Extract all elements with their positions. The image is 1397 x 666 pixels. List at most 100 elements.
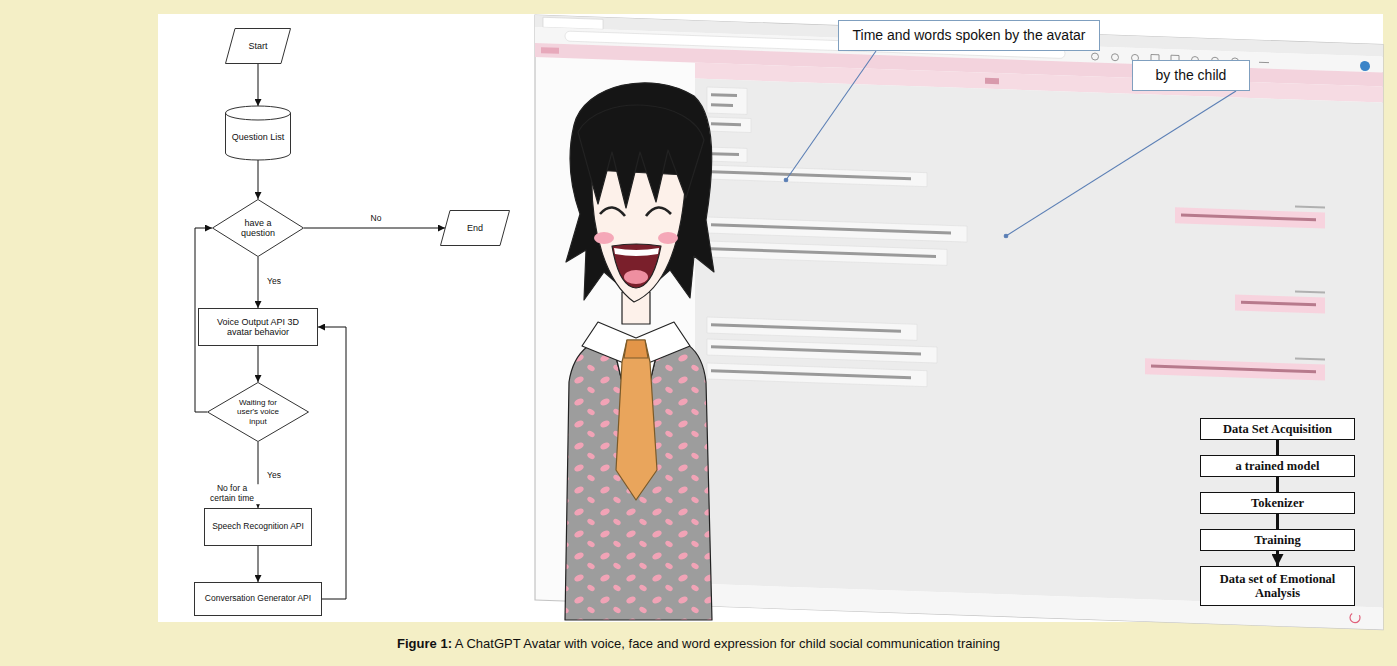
database-cylinder-outline-part (226, 113, 291, 120)
edge-label: Yes (265, 471, 283, 481)
figure-panel (158, 14, 1383, 622)
browser-window-part-part (1235, 294, 1325, 313)
browser-window-part-part (711, 369, 911, 379)
browser-window-part-part (1175, 207, 1325, 228)
node-label: Start (236, 41, 280, 51)
browser-window-part-part (711, 122, 741, 126)
pipeline-step: a trained model (1200, 455, 1355, 477)
avatar-illustration-part (565, 339, 712, 620)
connector (258, 160, 259, 199)
avatar-illustration-part (614, 248, 659, 256)
edge-label: No for a certain time (201, 484, 263, 504)
callout-box: by the child (1132, 60, 1250, 91)
browser-window-part-part (711, 247, 936, 258)
connector (304, 228, 445, 229)
node-label: Time and words spoken by the avatar (844, 27, 1094, 43)
node-text: Tokenizer (1205, 496, 1350, 510)
database-cylinder-outline-part (226, 106, 291, 160)
avatar-illustration-part (600, 207, 625, 216)
node-text: have a question (235, 218, 281, 239)
browser-window-part-part (1092, 53, 1099, 60)
browser-window-part (1151, 213, 1316, 374)
connector (258, 257, 259, 308)
node-text: Training (1205, 533, 1350, 547)
decision-diamond: have a question (212, 199, 304, 257)
process-box: Conversation Generator API (194, 582, 322, 616)
decision-diamond-outline-part (213, 200, 304, 257)
browser-window-part-part (707, 339, 937, 363)
node-text: Voice Output API 3D avatar behavior (216, 317, 300, 338)
avatar-illustration-part (594, 232, 614, 244)
process-box: Speech Recognition API (204, 508, 312, 546)
browser-window-part (1145, 206, 1325, 380)
connector (1276, 514, 1279, 529)
avatar-illustration-part (658, 232, 678, 244)
browser-window-part-part (707, 241, 947, 265)
avatar-illustration (565, 83, 714, 620)
avatar-illustration-part (624, 270, 648, 284)
node-text: Speech Recognition API (209, 522, 307, 532)
browser-window-part (985, 78, 999, 84)
node-text: Data Set Acquisition (1205, 422, 1350, 436)
avatar-illustration-part (578, 105, 704, 208)
node-label: Data set of Emotional Analysis (1218, 572, 1338, 601)
node-text: Start (236, 41, 280, 51)
connector (1276, 551, 1279, 566)
browser-window-part (707, 87, 967, 388)
browser-window (535, 15, 1383, 630)
database-cylinder: Question List (225, 106, 291, 160)
node-text: End (455, 223, 495, 233)
browser-window-part-part (1145, 358, 1325, 380)
caption-part: A ChatGPT Avatar with voice, face and wo… (452, 636, 1000, 651)
callout-box: Time and words spoken by the avatar (838, 20, 1100, 51)
browser-window-part-part (1295, 358, 1325, 361)
node-label: Tokenizer (1205, 496, 1350, 510)
start-terminal: Start (225, 28, 291, 64)
node-text: a trained model (1205, 459, 1350, 473)
node-text: by the child (1137, 67, 1245, 83)
node-label: Speech Recognition API (209, 522, 307, 532)
browser-window-part-part (711, 93, 737, 97)
node-label: Waiting for user's voice input (229, 398, 287, 426)
browser-window-part (1295, 206, 1325, 361)
browser-window-part-part (1295, 206, 1325, 209)
browser-window-part (541, 47, 559, 54)
pipeline-step: Data Set Acquisition (1200, 418, 1355, 440)
browser-window-part-part (707, 117, 751, 133)
edge-label: No (369, 214, 384, 224)
node-label: Training (1205, 533, 1350, 547)
node-label: Voice Output API 3D avatar behavior (216, 317, 300, 338)
connector (258, 546, 259, 582)
browser-window-part-part (711, 170, 911, 180)
browser-window-part-part (707, 147, 747, 162)
browser-window-part-part (1259, 62, 1269, 63)
browser-window-part-part (707, 363, 927, 387)
browser-window-part-part (707, 165, 927, 187)
end-terminal-outline-part (441, 211, 510, 246)
node-label: a trained model (1205, 459, 1350, 473)
avatar-illustration-part (616, 340, 657, 500)
node-text: Data set of Emotional Analysis (1218, 572, 1338, 601)
browser-window-part (535, 15, 1383, 630)
pipeline-step: Training (1200, 529, 1355, 551)
connector (1276, 477, 1279, 492)
avatar-illustration-part (612, 244, 661, 288)
process-box: Voice Output API 3D avatar behavior (198, 308, 318, 346)
node-text: Waiting for user's voice input (229, 398, 287, 426)
node-label: Conversation Generator API (199, 594, 317, 604)
browser-window-part-part (711, 223, 951, 234)
browser-window-part (1360, 61, 1370, 71)
browser-window-part (543, 17, 603, 29)
browser-window-part (711, 93, 951, 380)
pipeline-step: Data set of Emotional Analysis (1200, 566, 1355, 606)
leader-line-part (786, 51, 876, 180)
browser-window-part-part (711, 345, 921, 355)
node-label: Question List (229, 132, 287, 142)
node-label: Data Set Acquisition (1205, 422, 1350, 436)
leader-line-part (1004, 234, 1008, 238)
browser-window-part-part (707, 317, 917, 340)
decision-diamond: Waiting for user's voice input (207, 382, 309, 442)
connector (258, 64, 259, 106)
leader-line-part (784, 178, 788, 182)
